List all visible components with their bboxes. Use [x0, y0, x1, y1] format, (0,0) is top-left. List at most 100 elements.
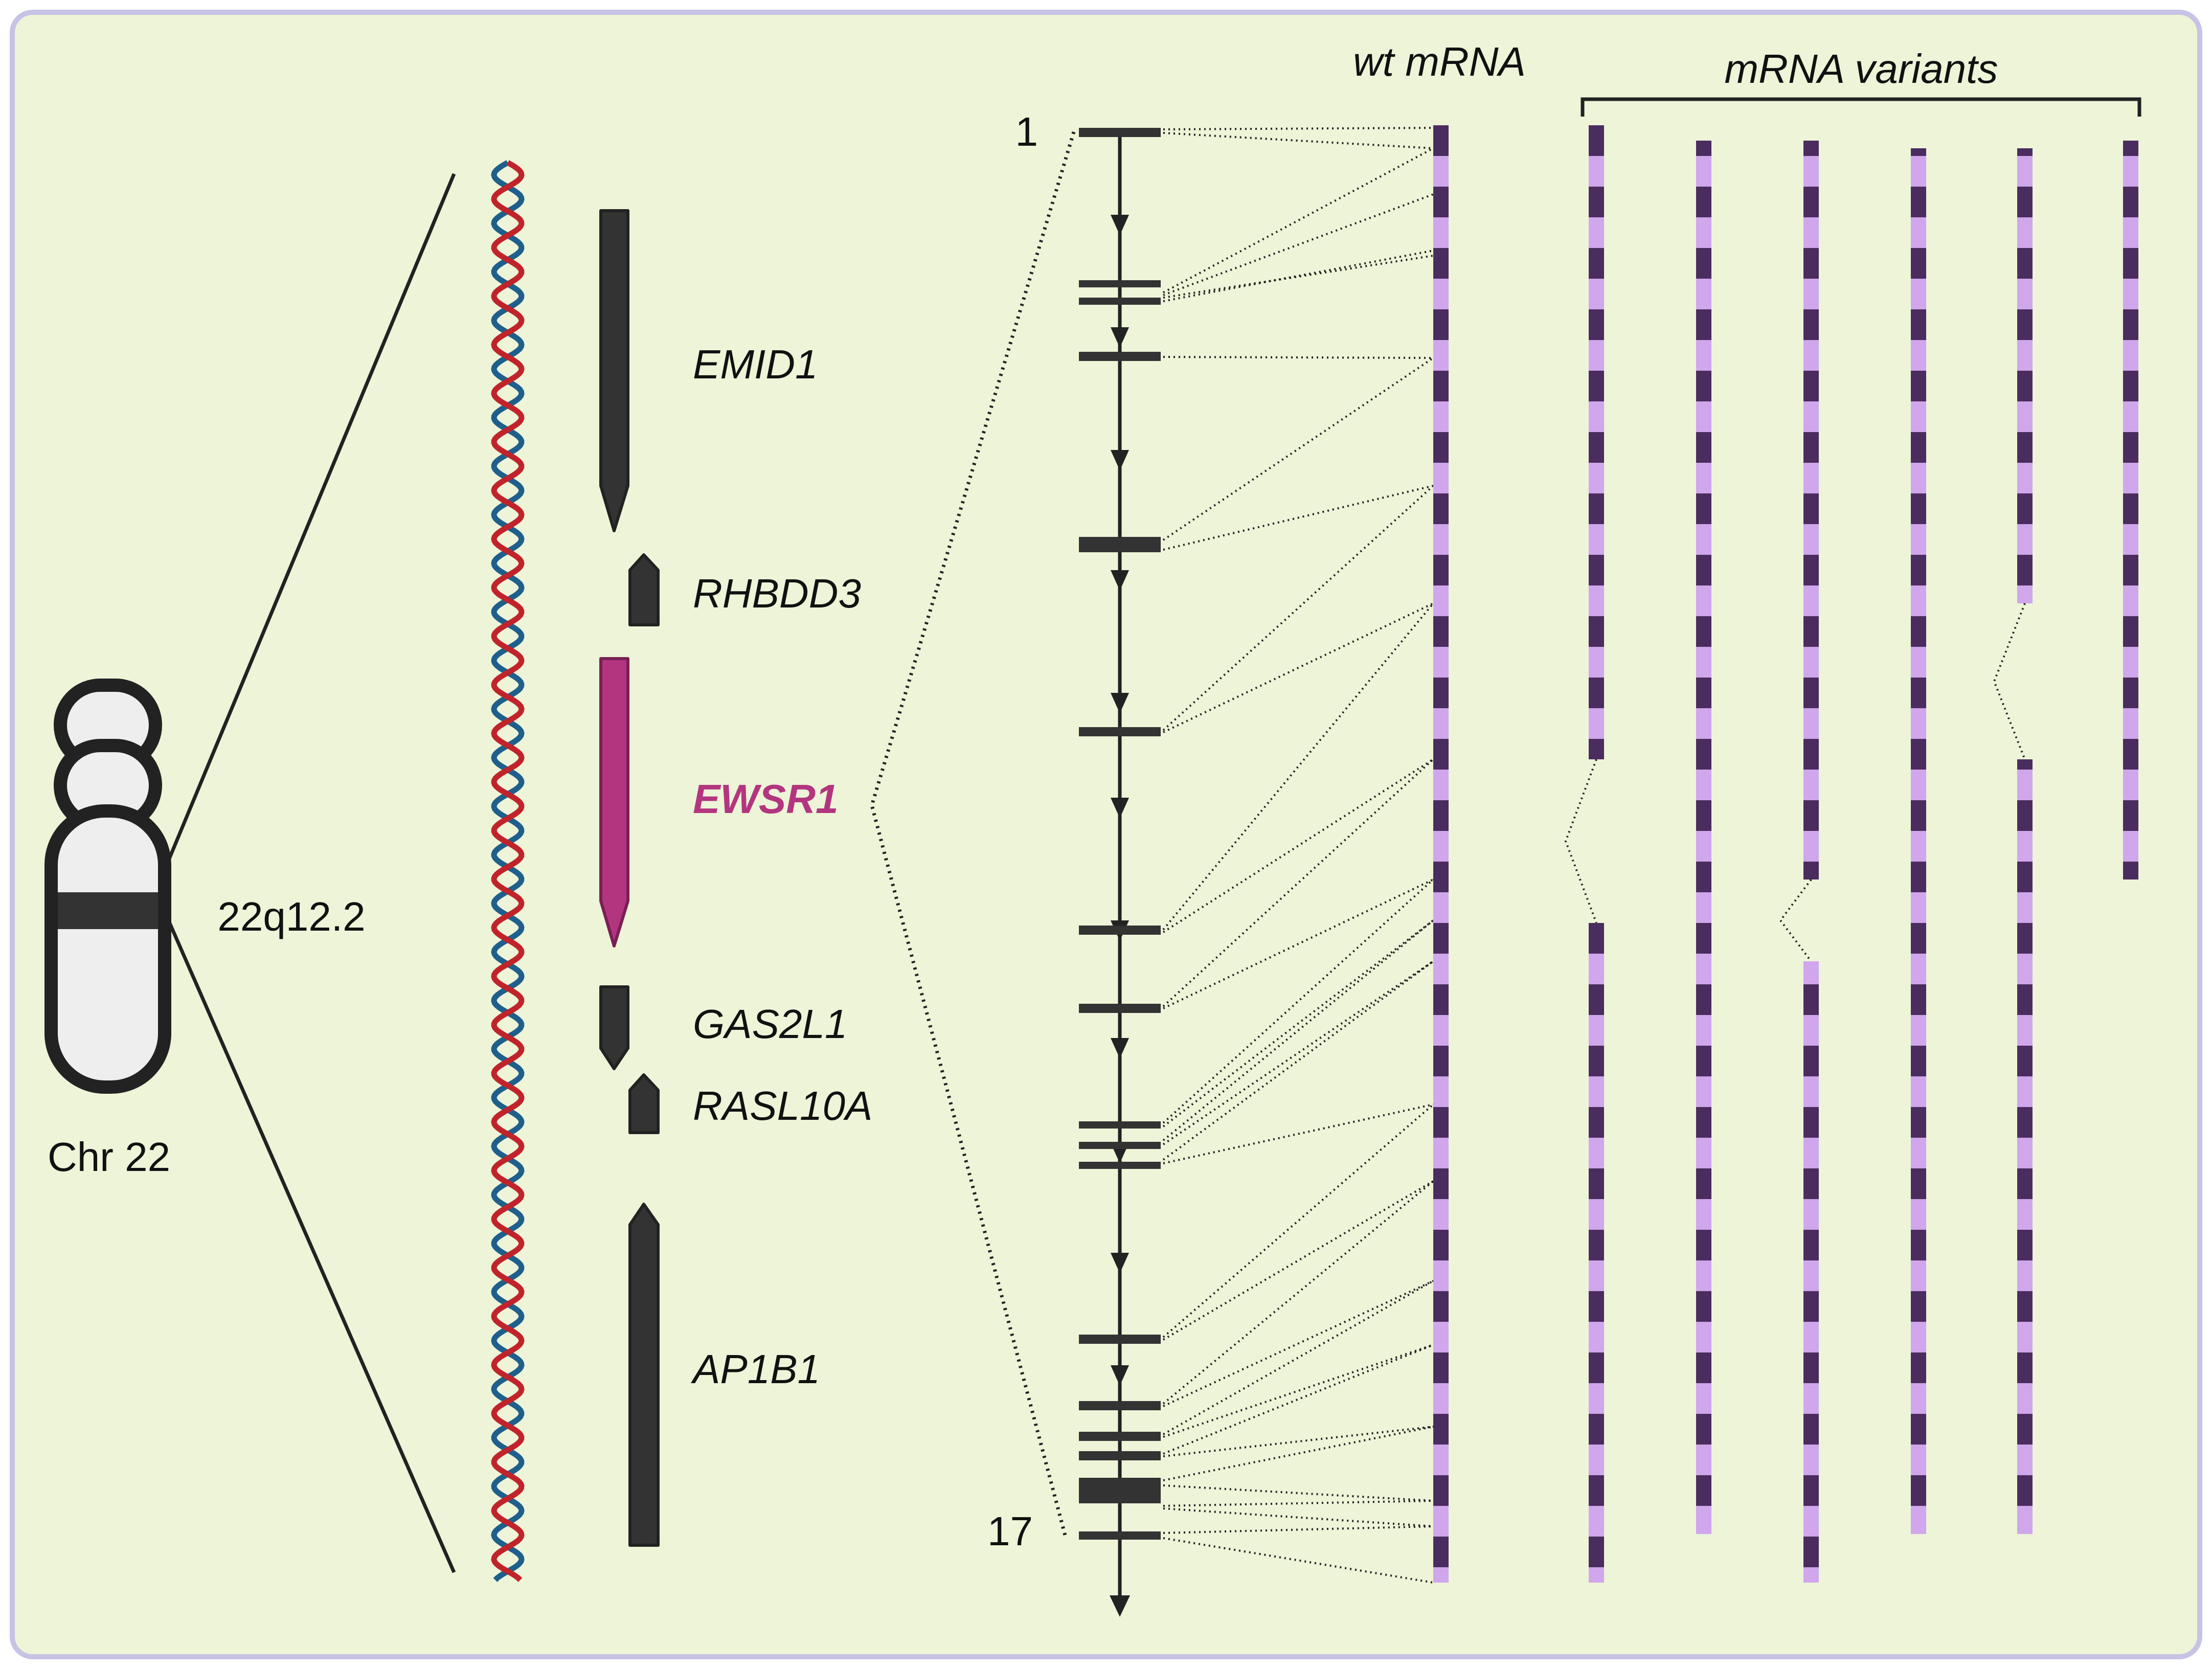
exon-segment-dark	[1911, 248, 1926, 279]
exon-segment-dark	[2017, 1168, 2033, 1199]
exon-segment-dark	[2017, 432, 2033, 463]
mrna-variants-label: mRNA variants	[1725, 46, 1998, 92]
exon-block	[1079, 1335, 1161, 1344]
exon-segment-light	[1803, 1076, 1819, 1107]
exon-segment-dark	[1696, 1230, 1711, 1260]
exon-segment-light	[1589, 954, 1604, 984]
exon-segment-dark	[2123, 493, 2138, 524]
exon-mapping-line	[1162, 919, 1434, 1141]
exon-block	[1079, 1432, 1161, 1441]
exon-segment-light	[1696, 340, 1711, 371]
exon-segment-light	[1911, 401, 1926, 432]
exon-segment-light	[1803, 463, 1819, 493]
exon-segment-dark	[1696, 1107, 1711, 1138]
exon-mapping-line	[1163, 878, 1434, 1009]
exon-segment-light	[2017, 1506, 2033, 1534]
exon-segment-dark	[1803, 800, 1819, 831]
exon-mapping-line	[1163, 127, 1434, 130]
exon-mapping-line	[1163, 132, 1434, 149]
intron-arrow	[1111, 693, 1129, 713]
mrna-variant-5	[2017, 148, 2033, 603]
exon-segment-light	[1911, 1076, 1926, 1107]
exon-segment-light	[2017, 279, 2033, 309]
intron-arrow	[1111, 215, 1129, 235]
exon-segment-light	[2123, 401, 2138, 432]
exon-segment-light	[2017, 1138, 2033, 1168]
exon-segment-light	[1589, 463, 1604, 493]
exon-segment-dark	[1589, 555, 1604, 585]
exon-segment-dark	[1696, 1352, 1711, 1383]
exon-segment-light	[1911, 831, 1926, 862]
exon-segment-light	[2017, 1322, 2033, 1352]
exon-segment-dark	[2017, 187, 2033, 217]
exon-segment-light	[2123, 708, 2138, 739]
exon-block	[1079, 1142, 1161, 1149]
exon-mapping-line	[1163, 356, 1434, 359]
exon-skip-connector	[1564, 759, 1597, 923]
exon-segment-light	[1911, 585, 1926, 616]
exon-segment-light	[1911, 156, 1926, 187]
wt-mrna-label: wt mRNA	[1353, 39, 1526, 84]
exon-segment-dark	[2123, 800, 2138, 831]
chromosome-22-icon	[44, 679, 171, 1094]
exon-segment-light	[1589, 1260, 1604, 1291]
exon-segment-dark	[1696, 862, 1711, 892]
exon-mapping-line	[1162, 878, 1434, 1124]
exon-segment-dark	[1803, 493, 1819, 524]
exon-segment-dark	[1911, 1475, 1926, 1506]
exon-segment-light	[1911, 524, 1926, 555]
exon-segment-light	[2017, 217, 2033, 248]
exon-segment-light	[2123, 217, 2138, 248]
exon-segment-light	[1911, 1260, 1926, 1291]
exon-number-last: 17	[987, 1508, 1033, 1554]
exon-mapping-line	[1162, 919, 1434, 1127]
exon-segment-light	[2123, 279, 2138, 309]
gene-label-rhbdd3: RHBDD3	[693, 571, 861, 616]
exon-segment-dark	[2017, 1352, 2033, 1383]
exon-segment-dark	[1589, 187, 1604, 217]
exon-segment-light	[1589, 585, 1604, 616]
chromosome-band-label: 22q12.2	[217, 894, 365, 939]
exon-segment-light	[2017, 954, 2033, 984]
exon-segment-dark	[1803, 187, 1819, 217]
exon-mapping-line	[1163, 1280, 1434, 1435]
exon-segment-light	[1803, 831, 1819, 862]
exon-segment-dark	[2017, 759, 2033, 770]
gene-arrow-gas2l1	[599, 985, 629, 1070]
mrna-variant-4	[1911, 148, 1926, 1534]
exon-segment-light	[1696, 892, 1711, 923]
exon-segment-light	[2017, 1445, 2033, 1475]
mrna-variant-2	[1696, 141, 1711, 1534]
exon-segment-dark	[1911, 493, 1926, 524]
mrna-variant-bars	[1564, 125, 2138, 1583]
exon-block	[1079, 1531, 1161, 1540]
exon-segment-dark	[1589, 309, 1604, 340]
exon-segment-light	[1696, 585, 1711, 616]
exon-segment-light	[2123, 340, 2138, 371]
exon-segment-light	[1696, 1138, 1711, 1168]
exon-segment-dark	[1696, 1168, 1711, 1199]
exon-segment-dark	[1911, 432, 1926, 463]
exon-segment-dark	[1696, 1475, 1711, 1506]
backbone-end-arrow	[1110, 1595, 1130, 1617]
exon-mapping-line	[1162, 1180, 1434, 1405]
figure-background	[10, 10, 2202, 1659]
gene-label-rasl10a: RASL10A	[693, 1083, 872, 1129]
exon-mapping-line	[1163, 1507, 1434, 1527]
exon-segment-light	[1803, 340, 1819, 371]
exon-segment-dark	[2017, 1414, 2033, 1445]
gene-arrow-emid1	[599, 209, 629, 532]
mrna-variant-1	[1589, 125, 1604, 759]
exon-block	[1079, 352, 1161, 361]
exon-mapping-line	[1162, 1180, 1434, 1341]
exon-segment-light	[1803, 1260, 1819, 1291]
exon-segment-light	[1696, 217, 1711, 248]
exon-segment-light	[1803, 1138, 1819, 1168]
gene-label-ewsr1: EWSR1	[693, 776, 839, 822]
exon-segment-dark	[1911, 1168, 1926, 1199]
exon-mapping-line	[1163, 1484, 1434, 1502]
exon-segment-dark	[1803, 1107, 1819, 1138]
exon-mapping-line	[1162, 357, 1434, 541]
exon-segment-light	[1696, 1015, 1711, 1046]
exon-segment-dark	[1803, 1414, 1819, 1445]
